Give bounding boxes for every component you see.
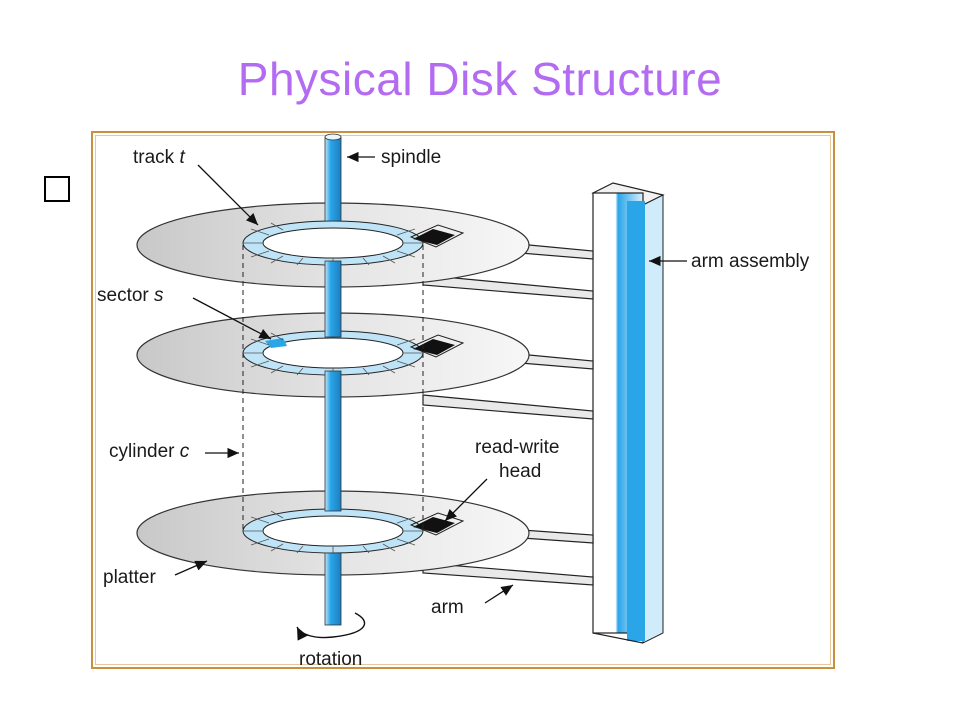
track-label: track t (133, 147, 185, 168)
platter-bottom (136, 490, 530, 576)
platter-pointer (174, 560, 208, 576)
bullet-square-icon (44, 176, 70, 202)
read-write-head-pointer (444, 478, 488, 522)
track-pointer (197, 164, 259, 226)
spindle-label: spindle (381, 147, 441, 168)
rotation-arrow-icon (296, 612, 366, 641)
arm-assembly-label: arm assembly (691, 251, 810, 272)
arm-assembly-post (591, 182, 665, 644)
arm-label: arm (431, 597, 464, 618)
spindle-shaft (324, 133, 342, 626)
rotation-label: rotation (299, 649, 362, 670)
sector-label: sector s (97, 285, 164, 306)
disk-structure-figure: track t spindle arm assembly sector s cy… (91, 131, 835, 670)
sector-pointer (192, 297, 272, 340)
slide-title: Physical Disk Structure (237, 53, 723, 105)
read-write-label-line1: read-write (475, 437, 559, 458)
cylinder-label: cylinder c (109, 441, 190, 462)
highlighted-sector (265, 338, 287, 348)
cylinder-outline (242, 245, 424, 533)
arm-pointer (484, 584, 514, 604)
platter-label: platter (103, 567, 156, 588)
platter-top (136, 202, 530, 288)
read-write-label-line2: head (499, 461, 541, 482)
